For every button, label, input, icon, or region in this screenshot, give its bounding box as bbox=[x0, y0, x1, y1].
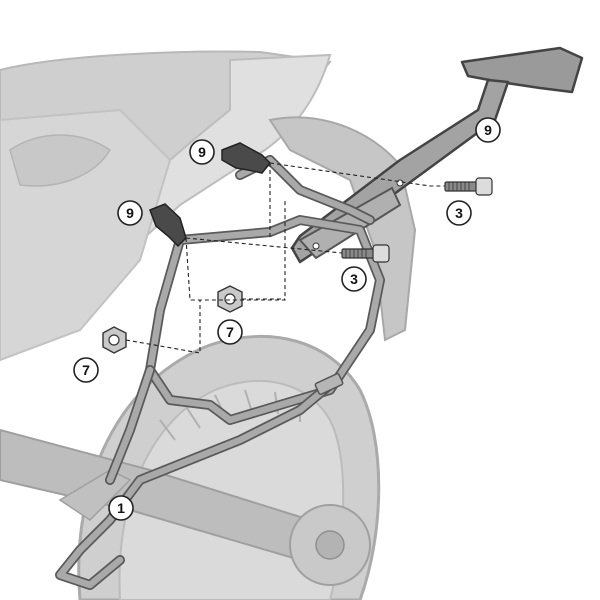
callout-9-left-lower: 9 bbox=[117, 200, 143, 226]
callout-9-left-lower-label: 9 bbox=[126, 205, 134, 221]
callout-7-left-label: 7 bbox=[82, 362, 90, 378]
callout-3-lower-label: 3 bbox=[350, 271, 358, 287]
callout-7-left: 7 bbox=[73, 357, 99, 383]
callout-3-upper-label: 3 bbox=[455, 205, 463, 221]
frame-left-leg-inner bbox=[106, 366, 154, 484]
tire-tread bbox=[159, 389, 301, 441]
side-detail bbox=[9, 134, 112, 187]
assembly-guides bbox=[125, 162, 445, 354]
nut-left bbox=[102, 326, 127, 354]
hub bbox=[315, 530, 345, 560]
bolt-upper bbox=[444, 177, 493, 196]
rear-rack bbox=[290, 46, 584, 264]
bolt-lower bbox=[341, 244, 390, 263]
rack-plate bbox=[460, 46, 584, 94]
rubber-pad-lower bbox=[149, 203, 187, 248]
rear-fender bbox=[268, 116, 417, 342]
callout-1: 1 bbox=[108, 495, 134, 521]
callout-9-right: 9 bbox=[475, 117, 501, 143]
frame-clamp bbox=[314, 372, 344, 396]
callout-3-upper: 3 bbox=[446, 200, 472, 226]
callout-7-center: 7 bbox=[217, 319, 243, 345]
callout-3-lower: 3 bbox=[341, 266, 367, 292]
rack-lower-bar bbox=[298, 186, 402, 260]
nut-center bbox=[217, 285, 243, 313]
callout-9-left-upper: 9 bbox=[189, 139, 215, 165]
rubber-pad-upper bbox=[221, 142, 272, 174]
callout-1-label: 1 bbox=[117, 500, 125, 516]
rack-bolt-hole-2 bbox=[312, 242, 320, 250]
callout-9-left-upper-label: 9 bbox=[198, 144, 206, 160]
callout-9-right-label: 9 bbox=[484, 122, 492, 138]
motorcycle-background bbox=[0, 50, 417, 600]
callout-7-center-label: 7 bbox=[226, 324, 234, 340]
